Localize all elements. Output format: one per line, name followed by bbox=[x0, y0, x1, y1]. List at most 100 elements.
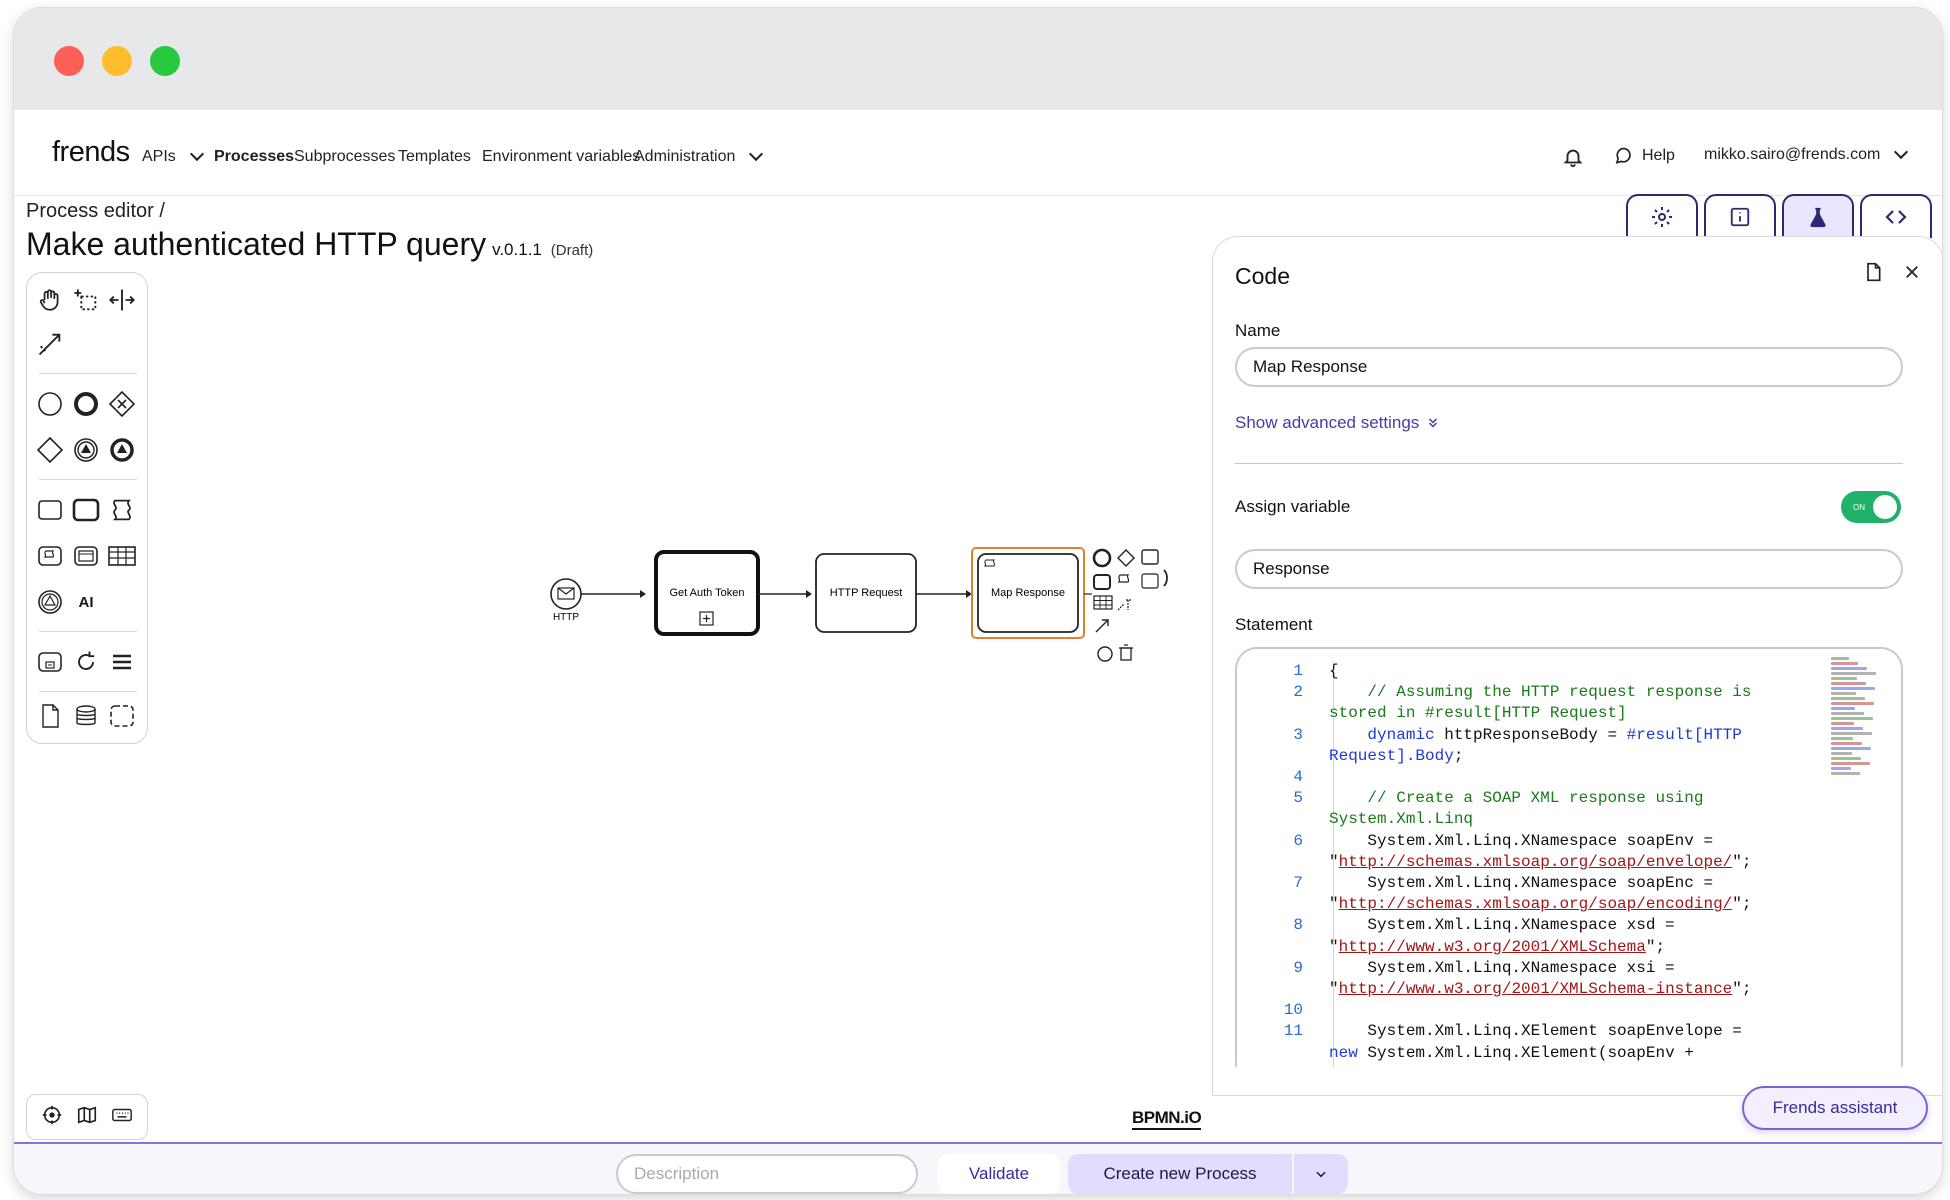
code-text: // Create a SOAP XML response using bbox=[1329, 789, 1704, 808]
help-button[interactable]: Help bbox=[1614, 146, 1675, 166]
window-titlebar bbox=[14, 8, 1942, 110]
tab-code[interactable] bbox=[1860, 194, 1932, 238]
append-table-icon[interactable] bbox=[1093, 595, 1113, 610]
nav-apis[interactable]: APIs bbox=[142, 146, 204, 166]
connect-icon[interactable] bbox=[1095, 619, 1109, 633]
minimap-line bbox=[1831, 717, 1873, 720]
panel-title: Code bbox=[1235, 263, 1290, 289]
nav-processes[interactable]: Processes bbox=[214, 148, 294, 166]
nav-administration[interactable]: Administration bbox=[634, 146, 764, 166]
bpmn-palette: AI bbox=[26, 272, 148, 744]
minimap-line bbox=[1831, 727, 1863, 730]
connect-tool-icon[interactable] bbox=[35, 329, 65, 359]
tab-info[interactable] bbox=[1704, 194, 1776, 238]
line-number: 6 bbox=[1293, 831, 1303, 850]
hand-tool-icon[interactable] bbox=[35, 285, 65, 315]
task-get-auth-token[interactable]: Get Auth Token bbox=[654, 550, 760, 636]
toggle-knob bbox=[1873, 495, 1897, 519]
data-store-icon[interactable] bbox=[71, 701, 101, 731]
tab-settings[interactable] bbox=[1626, 194, 1698, 238]
ai-icon[interactable]: AI bbox=[78, 593, 94, 611]
process-status: (Draft) bbox=[550, 242, 594, 259]
validate-button[interactable]: Validate bbox=[938, 1154, 1060, 1194]
line-number: 1 bbox=[1293, 662, 1303, 680]
palette-color-icon[interactable] bbox=[1097, 646, 1113, 662]
toggle-state-text: ON bbox=[1853, 502, 1865, 512]
script-icon bbox=[983, 559, 996, 567]
trash-icon[interactable] bbox=[1120, 647, 1132, 661]
tab-test[interactable] bbox=[1782, 194, 1854, 238]
code-text: "http://schemas.xmlsoap.org/soap/encodin… bbox=[1329, 895, 1752, 914]
description-input[interactable]: Description bbox=[616, 1154, 918, 1194]
variable-name-field[interactable]: Response bbox=[1235, 549, 1903, 589]
space-tool-icon[interactable] bbox=[107, 285, 137, 315]
table-icon[interactable] bbox=[107, 541, 137, 571]
create-options-dropdown[interactable] bbox=[1294, 1154, 1348, 1194]
code-text: dynamic httpResponseBody = #result[HTTP bbox=[1367, 725, 1742, 744]
append-subprocess-icon[interactable] bbox=[1093, 574, 1111, 590]
signal-event-icon[interactable] bbox=[35, 587, 65, 617]
form-task-icon[interactable] bbox=[71, 541, 101, 571]
minimap-line bbox=[1831, 762, 1870, 765]
create-new-process-button[interactable]: Create new Process bbox=[1068, 1154, 1292, 1194]
gateway-icon[interactable] bbox=[35, 435, 65, 465]
help-label: Help bbox=[1642, 147, 1675, 164]
frends-logo[interactable]: frends bbox=[52, 136, 130, 168]
nav-environment-variables[interactable]: Environment variables bbox=[482, 148, 640, 166]
close-icon[interactable] bbox=[1903, 263, 1921, 281]
append-gateway-icon[interactable] bbox=[1117, 549, 1135, 567]
notifications-button[interactable] bbox=[1562, 146, 1584, 168]
append-script-task-icon[interactable] bbox=[1141, 573, 1159, 589]
script-icon[interactable] bbox=[107, 495, 137, 525]
intermediate-event-icon[interactable] bbox=[71, 435, 101, 465]
user-menu[interactable]: mikko.sairo@frends.com bbox=[1704, 144, 1909, 164]
task-http-request[interactable]: HTTP Request bbox=[815, 553, 917, 633]
app-window: frends APIs Processes Subprocesses Templ… bbox=[14, 8, 1942, 1194]
lasso-tool-icon[interactable] bbox=[71, 285, 101, 315]
multi-instance-icon[interactable] bbox=[107, 647, 137, 677]
line-number: 9 bbox=[1293, 958, 1303, 977]
end-event-icon[interactable] bbox=[71, 389, 101, 419]
minimap-icon[interactable] bbox=[76, 1104, 98, 1131]
subprocess-icon[interactable] bbox=[71, 495, 101, 525]
bpmn-io-logo[interactable]: BPMN.iO bbox=[1132, 1108, 1202, 1130]
code-editor[interactable]: 1{2 // Assuming the HTTP request respons… bbox=[1235, 647, 1903, 1067]
canvas-toolbar bbox=[26, 1094, 148, 1140]
frends-assistant-button[interactable]: Frends assistant bbox=[1742, 1086, 1928, 1130]
nav-subprocesses[interactable]: Subprocesses bbox=[294, 148, 395, 166]
minimap-line bbox=[1831, 752, 1852, 755]
code-minimap[interactable] bbox=[1831, 657, 1879, 793]
recenter-icon[interactable] bbox=[41, 1104, 63, 1131]
minimize-window-button[interactable] bbox=[102, 46, 132, 76]
close-window-button[interactable] bbox=[54, 46, 84, 76]
nav-templates[interactable]: Templates bbox=[398, 148, 471, 166]
loop-icon[interactable] bbox=[71, 647, 101, 677]
data-object-icon[interactable] bbox=[35, 701, 65, 731]
assign-variable-toggle[interactable]: ON bbox=[1841, 491, 1901, 523]
annotation-icon[interactable] bbox=[1117, 599, 1132, 611]
start-event-icon[interactable] bbox=[35, 389, 65, 419]
maximize-window-button[interactable] bbox=[150, 46, 180, 76]
task-icon[interactable] bbox=[35, 495, 65, 525]
breadcrumb[interactable]: Process editor / bbox=[26, 200, 165, 222]
append-script-icon[interactable] bbox=[1117, 574, 1130, 583]
document-icon[interactable] bbox=[1863, 261, 1883, 283]
show-advanced-settings-link[interactable]: Show advanced settings bbox=[1235, 413, 1439, 433]
task-map-response[interactable]: Map Response bbox=[971, 547, 1085, 639]
line-number: 7 bbox=[1293, 874, 1303, 892]
minimap-line bbox=[1831, 657, 1849, 660]
escalation-end-event-icon[interactable] bbox=[107, 435, 137, 465]
name-field[interactable]: Map Response bbox=[1235, 347, 1903, 387]
keyboard-icon[interactable] bbox=[111, 1104, 133, 1131]
append-task-icon[interactable] bbox=[1141, 549, 1159, 565]
connector-handle-icon[interactable] bbox=[1163, 569, 1168, 587]
minimap-line bbox=[1831, 692, 1856, 695]
append-end-event-icon[interactable] bbox=[1092, 548, 1112, 568]
group-icon[interactable] bbox=[107, 701, 137, 731]
start-event-http[interactable] bbox=[550, 578, 582, 610]
exclusive-gateway-icon[interactable] bbox=[107, 389, 137, 419]
collapsed-subprocess-icon[interactable] bbox=[35, 647, 65, 677]
minimap-line bbox=[1831, 722, 1854, 725]
code-text: // Assuming the HTTP request response is bbox=[1329, 683, 1752, 702]
script-task-icon[interactable] bbox=[35, 541, 65, 571]
